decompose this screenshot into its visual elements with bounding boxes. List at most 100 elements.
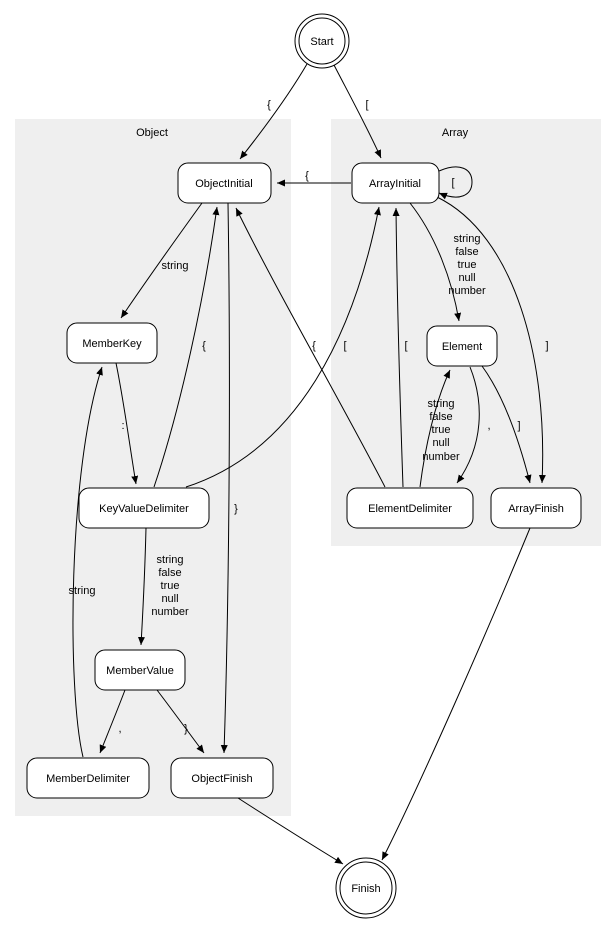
edge-start-to-array-initial	[333, 64, 382, 159]
node-start-label: Start	[310, 36, 333, 48]
node-array-initial-label: ArrayInitial	[369, 178, 421, 190]
node-key-value-delimiter-box	[78, 487, 210, 529]
node-finish-inner-circle	[339, 861, 393, 915]
edge-element-to-element-delimiter	[456, 366, 480, 484]
node-member-delimiter-label: MemberDelimiter	[46, 773, 130, 785]
node-array-initial-box	[351, 162, 440, 204]
edge-label-line: string	[157, 554, 184, 566]
node-member-value: MemberValue	[94, 649, 186, 691]
edge-key-value-delimiter-to-object-initial	[153, 206, 220, 488]
node-finish-outer-circle	[335, 857, 397, 919]
node-object-initial: ObjectInitial	[177, 162, 272, 204]
node-member-delimiter: MemberDelimiter	[26, 757, 150, 799]
node-member-key-box	[66, 322, 158, 364]
edge-element-delimiter-to-element	[419, 369, 451, 488]
edge-label-element-delimiter-to-array-initial: [	[404, 340, 407, 352]
edge-label-line: false	[158, 567, 181, 579]
cluster-array-label: Array	[442, 127, 469, 139]
edge-label-start-to-array-initial: [	[365, 99, 368, 111]
edge-array-initial-to-array-finish	[436, 196, 546, 484]
node-object-initial-box	[177, 162, 272, 204]
edge-labels: { [ { [ string } : { [ string false true…	[69, 99, 549, 735]
node-key-value-delimiter: KeyValueDelimiter	[78, 487, 210, 529]
node-array-initial: ArrayInitial	[351, 162, 440, 204]
edge-element-delimiter-to-array-initial	[392, 207, 404, 488]
edge-label-start-to-object-initial: {	[267, 99, 271, 111]
node-member-value-label: MemberValue	[106, 665, 174, 677]
edge-key-value-delimiter-to-member-value	[137, 527, 147, 646]
edge-label-line: true	[432, 424, 451, 436]
node-finish: Finish	[335, 857, 397, 919]
edge-label-line: true	[161, 580, 180, 592]
edge-label-line: null	[161, 593, 178, 605]
node-start: Start	[294, 13, 350, 69]
edge-array-finish-to-finish	[381, 527, 531, 861]
edge-object-initial-to-member-key	[120, 202, 203, 319]
edge-label-key-value-delimiter-to-member-value: string false true null number	[151, 554, 189, 618]
edge-label-array-initial-to-element: string false true null number	[448, 233, 486, 297]
edge-object-initial-to-object-finish	[220, 202, 230, 754]
edge-label-member-delimiter-to-member-key: string	[69, 585, 96, 597]
edge-label-key-value-delimiter-to-object-initial: {	[202, 340, 206, 352]
node-element-delimiter-box	[346, 487, 474, 529]
node-member-delimiter-box	[26, 757, 150, 799]
edge-label-object-initial-to-member-key: string	[162, 260, 189, 272]
edge-label-line: true	[458, 259, 477, 271]
edge-label-line: false	[429, 411, 452, 423]
node-element-label: Element	[442, 341, 482, 353]
node-start-outer-circle	[294, 13, 350, 69]
edge-label-line: number	[422, 451, 460, 463]
edge-label-line: number	[151, 606, 189, 618]
edge-member-value-to-object-finish	[156, 689, 205, 754]
edge-label-array-initial-to-object-initial: {	[305, 170, 309, 182]
edge-start-to-object-initial	[239, 63, 308, 160]
edge-member-value-to-member-delimiter	[99, 689, 126, 754]
edges	[72, 63, 546, 865]
edge-label-member-value-to-object-finish: }	[184, 723, 188, 735]
node-member-key: MemberKey	[66, 322, 158, 364]
edge-key-value-delimiter-to-array-initial	[185, 206, 381, 488]
edge-member-key-to-key-value-delimiter	[115, 362, 139, 485]
edge-label-element-delimiter-to-element: string false true null number	[422, 398, 460, 463]
node-member-value-box	[94, 649, 186, 691]
node-object-finish-box	[170, 757, 274, 799]
cluster-object-label: Object	[136, 127, 168, 139]
node-member-key-label: MemberKey	[82, 338, 142, 350]
edge-label-key-value-delimiter-to-array-initial: [	[343, 340, 346, 352]
edge-label-element-delimiter-to-object-initial: {	[312, 340, 316, 352]
edge-label-line: string	[428, 398, 455, 410]
node-element-delimiter-label: ElementDelimiter	[368, 503, 452, 515]
node-array-finish: ArrayFinish	[490, 487, 582, 529]
node-element-box	[426, 325, 498, 367]
node-object-initial-label: ObjectInitial	[195, 178, 252, 190]
edge-label-line: null	[458, 272, 475, 284]
node-finish-label: Finish	[351, 883, 380, 895]
cluster-object: Object	[15, 119, 291, 816]
edge-label-line: string	[454, 233, 481, 245]
node-array-finish-label: ArrayFinish	[508, 503, 564, 515]
edge-label-member-key-to-key-value-delimiter: :	[121, 420, 124, 432]
edge-label-line: null	[432, 437, 449, 449]
node-object-finish-label: ObjectFinish	[191, 773, 252, 785]
edge-object-finish-to-finish	[237, 797, 344, 865]
edge-label-array-initial-self-loop: [	[451, 177, 454, 189]
edge-label-line: false	[455, 246, 478, 258]
edge-label-line: number	[448, 285, 486, 297]
edge-element-delimiter-to-object-initial	[235, 207, 386, 488]
edge-member-delimiter-to-member-key	[72, 366, 103, 758]
node-element: Element	[426, 325, 498, 367]
edge-label-element-to-array-finish: ]	[517, 420, 520, 432]
edge-array-initial-self-loop	[438, 166, 473, 200]
edge-array-initial-to-element	[409, 202, 462, 322]
node-element-delimiter: ElementDelimiter	[346, 487, 474, 529]
edge-label-object-initial-to-object-finish: }	[234, 503, 238, 515]
node-object-finish: ObjectFinish	[170, 757, 274, 799]
edge-label-member-value-to-member-delimiter: ,	[118, 723, 121, 735]
node-start-inner-circle	[298, 17, 346, 65]
edge-label-element-to-element-delimiter: ,	[487, 420, 490, 432]
edge-element-to-array-finish	[481, 365, 532, 484]
cluster-object-background	[15, 119, 291, 816]
node-key-value-delimiter-label: KeyValueDelimiter	[99, 503, 189, 515]
